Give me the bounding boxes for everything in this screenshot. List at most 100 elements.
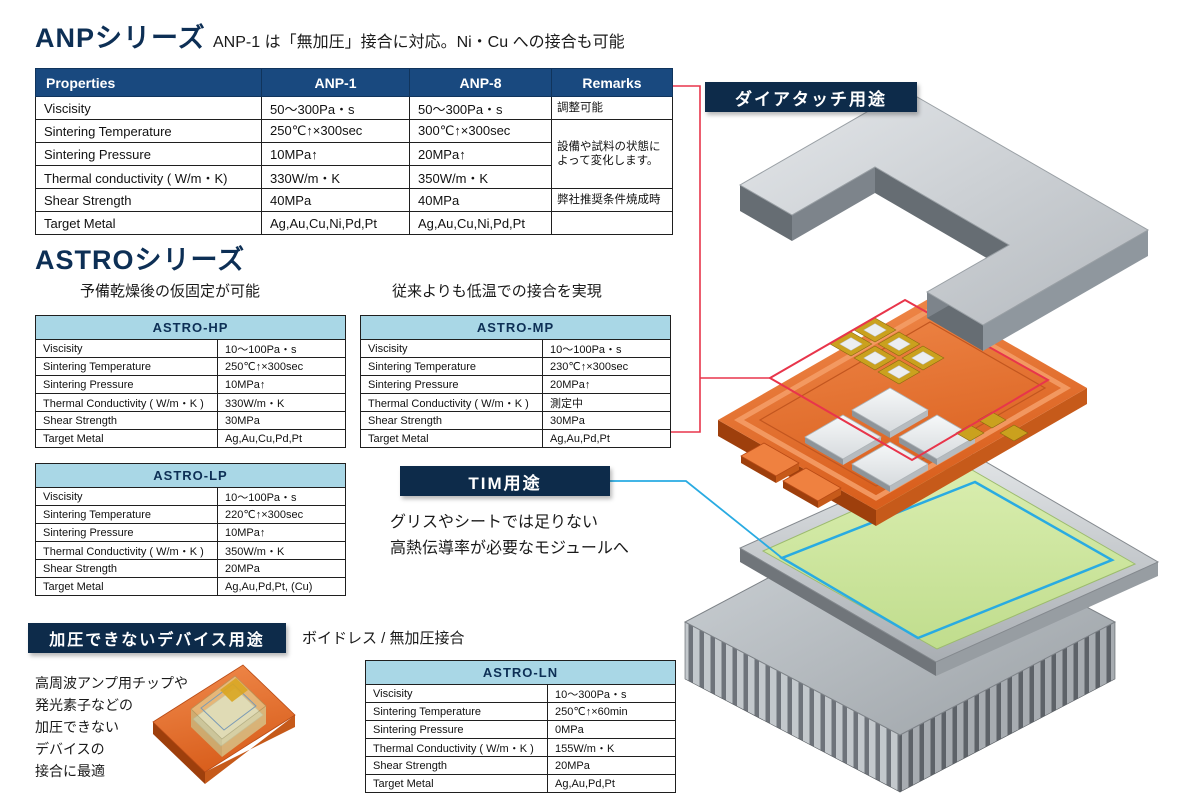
voidless-label: ボイドレス / 無加圧接合 [302,630,465,647]
table-row: Thermal Conductivity ( W/m・K ) 測定中 [360,393,671,412]
np-description-line4: デバイスの [35,741,105,758]
property-cell: Target Metal [360,429,543,448]
silver-chip [804,414,882,465]
table-row: Sintering Pressure 0MPa [365,720,677,739]
die-attach-highlight [768,298,1051,462]
gold-die [877,359,921,385]
property-cell: Sintering Pressure [35,375,218,394]
gold-die [829,331,873,357]
property-cell: Shear Strength [360,411,543,430]
value-cell: 250℃↑×60min [546,702,677,721]
tim-description-line2: 高熱伝導率が必要なモジュールへ [390,540,629,558]
property-cell: Viscisity [360,339,543,358]
property-cell: Sintering Temperature [35,357,218,376]
tim-sheet [738,447,1160,676]
property-cell: Shear Strength [35,559,218,578]
table-row: Thermal Conductivity ( W/m・K ) 350W/m・K [35,541,347,560]
table-row: Thermal Conductivity ( W/m・K ) 330W/m・K [35,393,347,412]
value-cell: Ag,Au,Pd,Pt [542,429,671,448]
np-description-line1: 高周波アンプ用チップや [35,675,189,691]
property-cell: Thermal Conductivity ( W/m・K ) [365,738,548,757]
tim-description-line1: グリスやシートでは足りない [390,514,599,531]
table-row: Sintering Temperature 230℃↑×300sec [360,357,671,376]
table-row: Shear Strength 30MPa [35,411,347,430]
lid-plate [738,89,1150,351]
value-cell: 30MPa [542,411,671,430]
remark-cell: 設備や試料の状態によって変化します。 [551,119,673,189]
value-cell: 330W/m・K [261,165,410,189]
anp-series-subtitle: ANP-1 は「無加圧」接合に対応。Ni・Cu への接合も可能 [213,34,625,51]
np-description-line5: 接合に最適 [35,763,105,780]
value-cell: Ag,Au,Cu,Ni,Pd,Pt [261,211,410,235]
gold-die [853,345,897,371]
anp-col-anp8: ANP-8 [409,68,552,97]
value-cell: 50〜300Pa・s [409,96,552,120]
anp-col-anp1: ANP-1 [261,68,410,97]
property-cell: Sintering Pressure [360,375,543,394]
table-row: Sintering Temperature 250℃↑×60min [365,702,677,721]
property-cell: Thermal Conductivity ( W/m・K ) [35,541,218,560]
property-cell: Viscisity [35,487,218,506]
property-cell: Sintering Temperature [35,119,262,143]
property-cell: Viscisity [365,684,548,703]
value-cell: Ag,Au,Cu,Ni,Pd,Pt [409,211,552,235]
astro-series-title: ASTROシリーズ [35,245,246,275]
table-row: Target Metal Ag,Au,Pd,Pt, (Cu) [35,577,347,596]
table-row: Thermal Conductivity ( W/m・K ) 155W/m・K [365,738,677,757]
value-cell: 0MPa [546,720,677,739]
value-cell: 10MPa↑ [261,142,410,166]
heatsink [683,507,1117,793]
property-cell: Viscisity [35,339,218,358]
value-cell: Ag,Au,Pd,Pt, (Cu) [216,577,347,596]
connector-blue [610,480,783,559]
remark-cell: 弊社推奨条件焼成時 [551,188,673,212]
property-cell: Target Metal [35,577,218,596]
gold-die [853,317,897,343]
astro-hp-title: ASTRO-HP [34,315,347,340]
property-cell: Viscisity [35,96,262,120]
value-cell: 10〜100Pa・s [542,339,671,358]
astro-hp-table: ASTRO-HP Viscisity 10〜100Pa・s Sintering … [34,315,347,448]
anp-header-row: Properties ANP-1 ANP-8 Remarks [35,68,673,97]
np-description-line3: 加圧できない [35,719,119,736]
value-cell: 40MPa [409,188,552,212]
silver-chip [898,414,976,465]
value-cell: 20MPa [546,756,677,775]
astro-mp-table: ASTRO-MP Viscisity 10〜100Pa・s Sintering … [360,315,671,448]
table-row: Shear Strength 20MPa [35,559,347,578]
value-cell: 230℃↑×300sec [542,357,671,376]
property-cell: Thermal conductivity ( W/m・K) [35,165,262,189]
value-cell: 測定中 [542,393,671,412]
gold-die [877,331,921,357]
substrate-board [718,298,1087,526]
value-cell: 300℃↑×300sec [409,119,552,143]
silver-chip [851,441,929,492]
silver-chip [851,387,929,438]
astro-mp-title: ASTRO-MP [360,315,671,340]
table-row: Sintering Temperature 220℃↑×300sec [35,505,347,524]
value-cell: 40MPa [261,188,410,212]
table-row: Thermal conductivity ( W/m・K) 330W/m・K 3… [35,165,673,189]
anp-col-remarks: Remarks [551,68,673,97]
anp-series-title: ANPシリーズ [35,23,206,53]
property-cell: Target Metal [35,211,262,235]
table-row: Viscisity 10〜100Pa・s [35,487,347,506]
gold-die-cluster [829,317,945,385]
silver-chip-cluster [804,387,976,492]
value-cell: 10〜100Pa・s [216,487,347,506]
tim-usage-badge: TIM用途 [400,466,610,496]
table-row: Shear Strength 40MPa 40MPa 弊社推奨条件焼成時 [35,188,673,212]
table-row: Shear Strength 20MPa [365,756,677,775]
property-cell: Sintering Temperature [365,702,548,721]
value-cell: 155W/m・K [546,738,677,757]
value-cell: 250℃↑×300sec [216,357,347,376]
value-cell: 10MPa↑ [216,375,347,394]
astro-ln-table: ASTRO-LN Viscisity 10〜300Pa・s Sintering … [364,660,677,793]
value-cell: 250℃↑×300sec [261,119,410,143]
property-cell: Sintering Pressure [35,142,262,166]
gold-die [901,345,945,371]
table-row: Viscisity 10〜300Pa・s [365,684,677,703]
property-cell: Shear Strength [35,411,218,430]
property-cell: Shear Strength [365,756,548,775]
property-cell: Sintering Temperature [360,357,543,376]
